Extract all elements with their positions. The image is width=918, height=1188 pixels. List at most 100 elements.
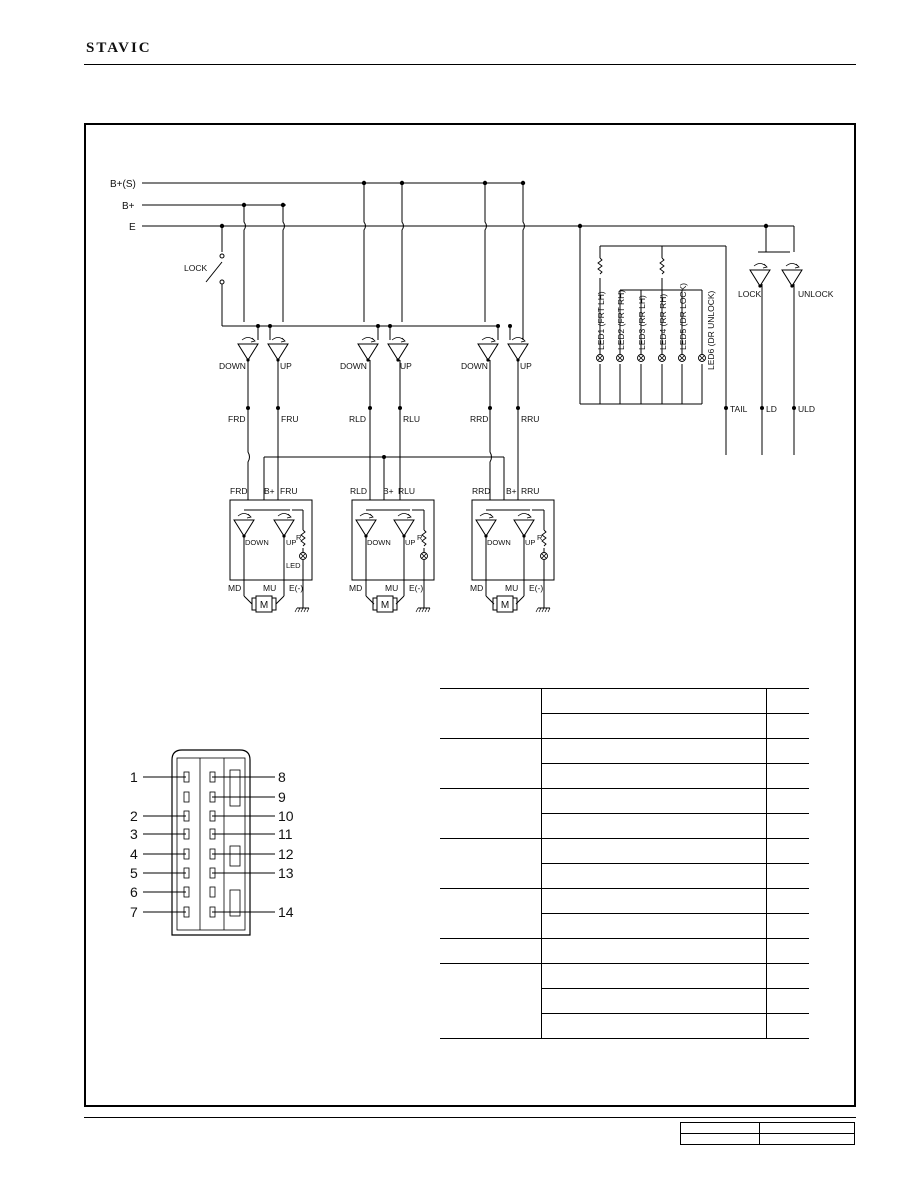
lock-bus-junctions (256, 324, 512, 328)
led3-label: LED3 (RR LH) (637, 295, 647, 350)
footer-revision-box (680, 1122, 855, 1145)
led4-label: LED4 (RR RH) (658, 294, 668, 350)
pin-label: 10 (278, 808, 294, 824)
wire-rld-label: RLD (349, 414, 366, 424)
pin-function-table (440, 688, 809, 1039)
unit-fru-label: FRU (280, 486, 297, 496)
pin-label: 14 (278, 904, 294, 920)
table-row (680, 1133, 855, 1145)
power-rails (142, 182, 768, 227)
motor-unit-rl (351, 499, 435, 613)
unit-rlu-label: RLU (398, 486, 415, 496)
pin-label: 9 (278, 789, 286, 805)
down-label: DOWN (461, 361, 488, 371)
switch-feed-lines (205, 183, 525, 340)
unit-mu-label: MU (263, 583, 276, 593)
pin-label: 3 (130, 826, 138, 842)
table-row (440, 938, 809, 964)
unit-r-label: R (296, 533, 302, 542)
pin-label: 6 (130, 884, 138, 900)
unit-mu-label: MU (505, 583, 518, 593)
header-rule (84, 64, 856, 65)
unit-eminus-label: E(-) (529, 583, 543, 593)
wire-frd-label: FRD (228, 414, 245, 424)
down-label: DOWN (340, 361, 367, 371)
connector (143, 749, 275, 936)
table-row (440, 688, 809, 739)
diagram-frame (84, 123, 856, 1107)
table-row (680, 1122, 855, 1134)
pin-label: 13 (278, 865, 294, 881)
table-row (440, 838, 809, 889)
unit-up-label: UP (525, 538, 535, 547)
motor-unit-frt (229, 499, 313, 613)
down-label: DOWN (219, 361, 246, 371)
footer-rule (84, 1117, 856, 1118)
door-unlock-label: UNLOCK (798, 289, 834, 299)
unit-down-label: DOWN (367, 538, 391, 547)
led5-label: LED5 (DR LOCK) (678, 283, 688, 350)
unit-md-label: MD (349, 583, 362, 593)
door-lock-label: LOCK (738, 289, 761, 299)
unit-rru-label: RRU (521, 486, 539, 496)
unit-r-label: R (537, 533, 543, 542)
unit-eminus-label: E(-) (409, 583, 423, 593)
wire-fru-label: FRU (281, 414, 298, 424)
wire-junctions (246, 406, 520, 459)
wire-ld-label: LD (766, 404, 777, 414)
unit-bplus-label: B+ (264, 486, 275, 496)
unit-rld-label: RLD (350, 486, 367, 496)
wire-rlu-label: RLU (403, 414, 420, 424)
led1-label: LED1 (FRT LH) (596, 291, 606, 350)
up-label: UP (400, 361, 412, 371)
table-row (440, 1013, 809, 1039)
unit-rrd-label: RRD (472, 486, 490, 496)
unit-md-label: MD (470, 583, 483, 593)
unit-bplus-label: B+ (506, 486, 517, 496)
pin-label: 4 (130, 846, 138, 862)
pin-label: 7 (130, 904, 138, 920)
wire-rrd-label: RRD (470, 414, 488, 424)
pin-label: 12 (278, 846, 294, 862)
unit-frd-label: FRD (230, 486, 247, 496)
lock-switch-label: LOCK (184, 263, 207, 273)
pin-label: 1 (130, 769, 138, 785)
wire-tail-label: TAIL (730, 404, 748, 414)
up-label: UP (520, 361, 532, 371)
unit-md-label: MD (228, 583, 241, 593)
table-row (440, 988, 809, 1014)
up-label: UP (280, 361, 292, 371)
table-row (440, 788, 809, 839)
led-bank (579, 225, 795, 455)
table-row (440, 863, 809, 889)
output-wires (247, 360, 519, 500)
unit-eminus-label: E(-) (289, 583, 303, 593)
unit-led-label: LED (286, 561, 301, 570)
main-switch-rr (477, 337, 529, 363)
connector-pin-labels: 1 2 3 4 5 6 7 8 9 10 11 12 13 14 (130, 769, 294, 920)
pin-label: 8 (278, 769, 286, 785)
unit-r-label: R (417, 533, 423, 542)
unit-up-label: UP (405, 538, 415, 547)
table-row (440, 738, 809, 789)
unit-up-label: UP (286, 538, 296, 547)
unit-down-label: DOWN (245, 538, 269, 547)
main-switch-frt (237, 337, 289, 363)
unit-mu-label: MU (385, 583, 398, 593)
pin-label: 2 (130, 808, 138, 824)
rail-junctions (219, 180, 769, 229)
table-row (440, 963, 809, 1039)
pin-label: 5 (130, 865, 138, 881)
wire-rru-label: RRU (521, 414, 539, 424)
motor-unit-rr (471, 499, 555, 613)
lock-switch-contact (219, 253, 225, 259)
table-row (440, 888, 809, 939)
rail-bs-label: B+(S) (110, 179, 136, 190)
output-junctions (724, 406, 796, 410)
unit-down-label: DOWN (487, 538, 511, 547)
led2-label: LED2 (FRT RH) (616, 290, 626, 350)
main-switch-rl (357, 337, 409, 363)
pin-label: 11 (278, 826, 293, 842)
rail-bplus-label: B+ (122, 201, 135, 212)
